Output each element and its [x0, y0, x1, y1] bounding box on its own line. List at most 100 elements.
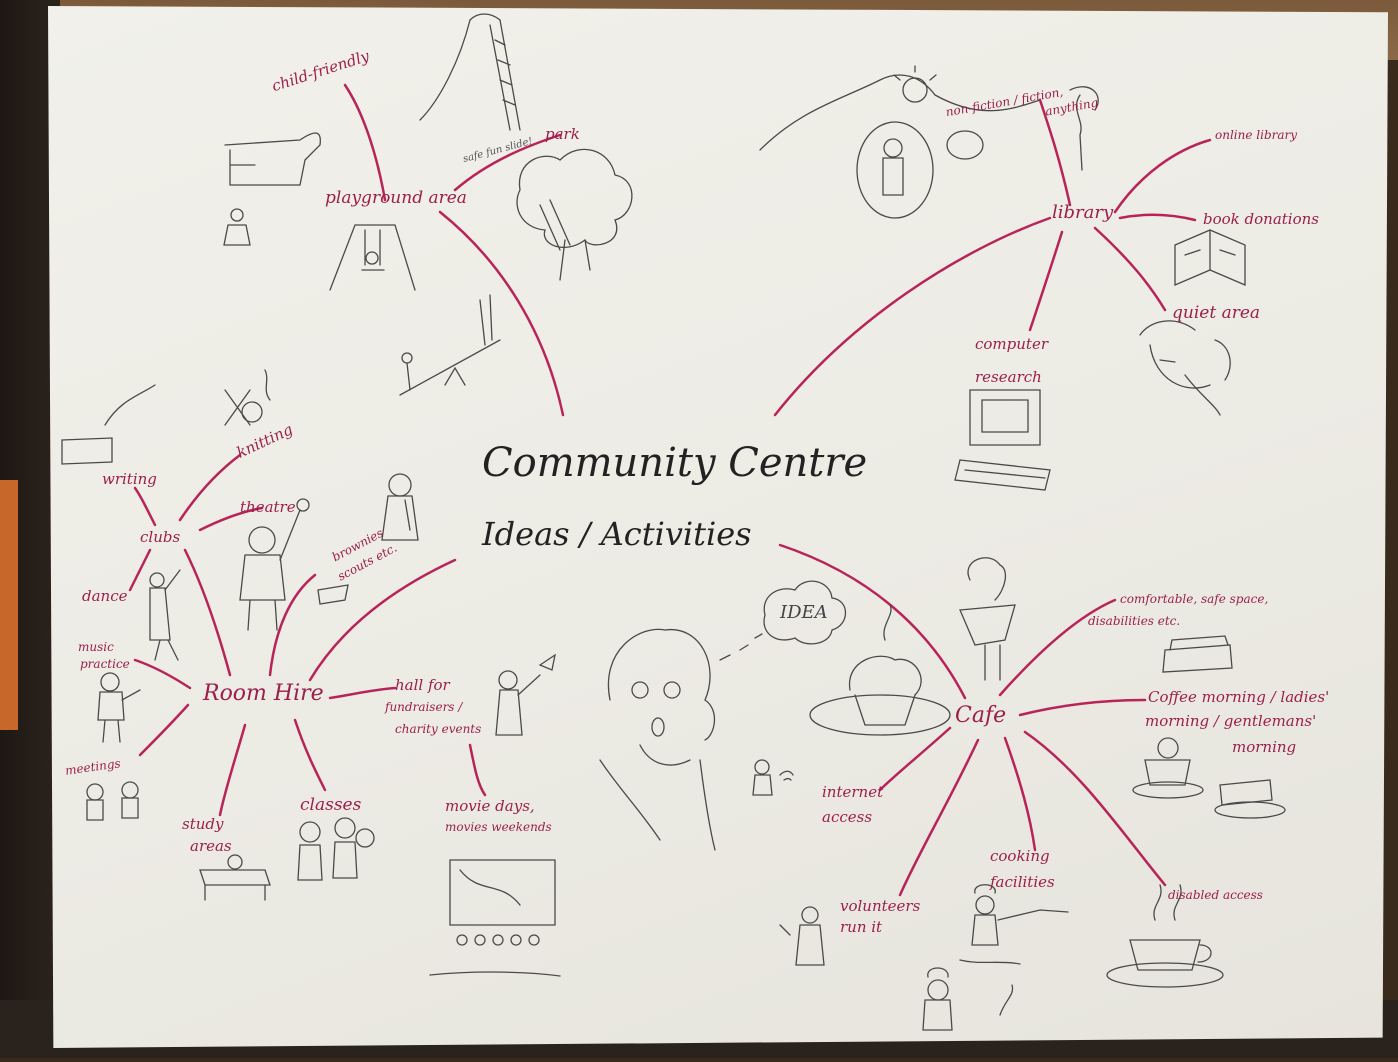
link-room-study: [218, 723, 247, 817]
link-library-online: [1113, 138, 1212, 214]
label-online-library: online library: [1215, 128, 1298, 142]
thinking-face-sketch: [599, 628, 763, 851]
cinema-sketch: [429, 859, 561, 977]
link-room-meetings: [138, 703, 190, 757]
quiet-face-sketch: [1139, 320, 1231, 416]
label-disabilities: disabilities etc.: [1088, 614, 1181, 628]
link-clubs-writing: [133, 486, 157, 527]
label-classes: classes: [300, 795, 362, 815]
label-facilities: facilities: [990, 873, 1055, 891]
link-library-quiet: [1093, 226, 1167, 312]
poster-sheet: [48, 6, 1388, 1048]
teacup-sketch: [1132, 737, 1286, 819]
label-disabled-access: disabled access: [1168, 888, 1263, 902]
link-center-roomhire: [308, 558, 457, 682]
writing-sketch: [61, 384, 156, 465]
scout-figure-sketch: [317, 473, 419, 605]
label-internet: internet: [822, 783, 884, 801]
link-playground-park: [453, 133, 562, 192]
chef-sketch: [922, 884, 1069, 1031]
link-room-hall: [328, 686, 397, 700]
label-research: research: [975, 368, 1042, 386]
barista-sketch: [959, 557, 1016, 681]
link-room-clubs: [183, 548, 232, 677]
wifi-figure-sketch: [752, 759, 794, 796]
label-cooking: cooking: [990, 847, 1050, 865]
cupcake-sketch: [809, 604, 951, 736]
label-hall-1: hall for: [395, 676, 450, 694]
link-cafe-volunteers: [898, 738, 980, 897]
center-subtitle: Ideas / Activities: [482, 515, 752, 553]
label-movie-1: movie days,: [445, 797, 535, 815]
label-quiet-area: quiet area: [1172, 303, 1261, 323]
dancer-sketch: [149, 569, 181, 661]
slide-sketch: [419, 13, 521, 131]
label-dance: dance: [82, 587, 128, 605]
link-clubs-knitting: [178, 453, 242, 522]
link-cafe-internet: [878, 726, 952, 792]
link-library-donations: [1118, 213, 1197, 222]
link-clubs-theatre: [198, 506, 264, 532]
link-room-classes: [293, 718, 327, 792]
coffee-cup-sketch: [1106, 884, 1224, 988]
swing-sketch: [329, 224, 416, 291]
musician-sketch: [97, 672, 141, 743]
label-writing: writing: [102, 470, 157, 488]
classes-sketch: [297, 817, 375, 881]
link-center-cafe: [778, 543, 967, 700]
node-clubs: clubs: [140, 528, 181, 546]
label-access: access: [822, 808, 873, 826]
idea-cloud-sketch: [763, 580, 847, 645]
link-hall-movie: [468, 743, 487, 797]
orange-binder: [0, 480, 18, 730]
sofa-sketch: [1162, 635, 1233, 673]
link-cafe-cooking: [1003, 736, 1037, 852]
label-study-areas: areas: [190, 837, 232, 855]
link-center-playground: [438, 210, 565, 417]
label-coffee-morning-1: Coffee morning / ladies': [1148, 688, 1330, 706]
link-center-library: [773, 216, 1052, 417]
link-playground-childfriendly: [343, 83, 387, 202]
study-desk-sketch: [199, 854, 271, 901]
label-theatre: theatre: [240, 498, 296, 516]
link-cafe-comfortable: [998, 598, 1117, 697]
label-coffee-morning-3: morning: [1232, 738, 1297, 756]
label-music: music: [78, 640, 114, 654]
label-coffee-morning-2: morning / gentlemans': [1145, 712, 1317, 730]
link-library-computer: [1028, 230, 1064, 332]
book-sketch: [1174, 229, 1246, 286]
child-figure-sketch: [223, 208, 251, 246]
label-hall-3: charity events: [395, 722, 482, 736]
node-cafe: Cafe: [955, 703, 1007, 728]
node-playground-area: playground area: [325, 188, 467, 208]
label-volunteers: volunteers: [840, 897, 921, 915]
label-idea-bubble: IDEA: [780, 602, 828, 623]
label-computer: computer: [975, 335, 1048, 353]
fundraiser-figure-sketch: [495, 653, 556, 736]
label-movie-2: movies weekends: [445, 820, 552, 834]
link-clubs-dance: [128, 548, 152, 592]
label-run-it: run it: [840, 918, 883, 936]
label-park: park: [545, 125, 580, 143]
thumbs-up-sketch: [224, 132, 321, 186]
link-library-fiction: [1038, 98, 1072, 207]
link-room-music: [133, 658, 192, 690]
label-comfortable: comfortable, safe space,: [1120, 592, 1269, 606]
link-room-brownies: [268, 573, 317, 677]
knitting-sketch: [224, 369, 271, 426]
center-title: Community Centre: [482, 440, 868, 486]
label-hall-2: fundraisers /: [385, 700, 463, 714]
volunteer-sketch: [779, 906, 825, 966]
label-practice: practice: [80, 657, 130, 671]
label-study: study: [182, 815, 224, 833]
seesaw-sketch: [399, 294, 501, 396]
link-cafe-disabled: [1023, 730, 1167, 887]
node-room-hire: Room Hire: [203, 681, 324, 706]
meeting-figures-sketch: [86, 781, 139, 821]
node-library: library: [1052, 202, 1114, 223]
tree-sketch: [516, 148, 633, 281]
label-book-donations: book donations: [1203, 210, 1319, 228]
computer-sketch: [954, 389, 1051, 491]
